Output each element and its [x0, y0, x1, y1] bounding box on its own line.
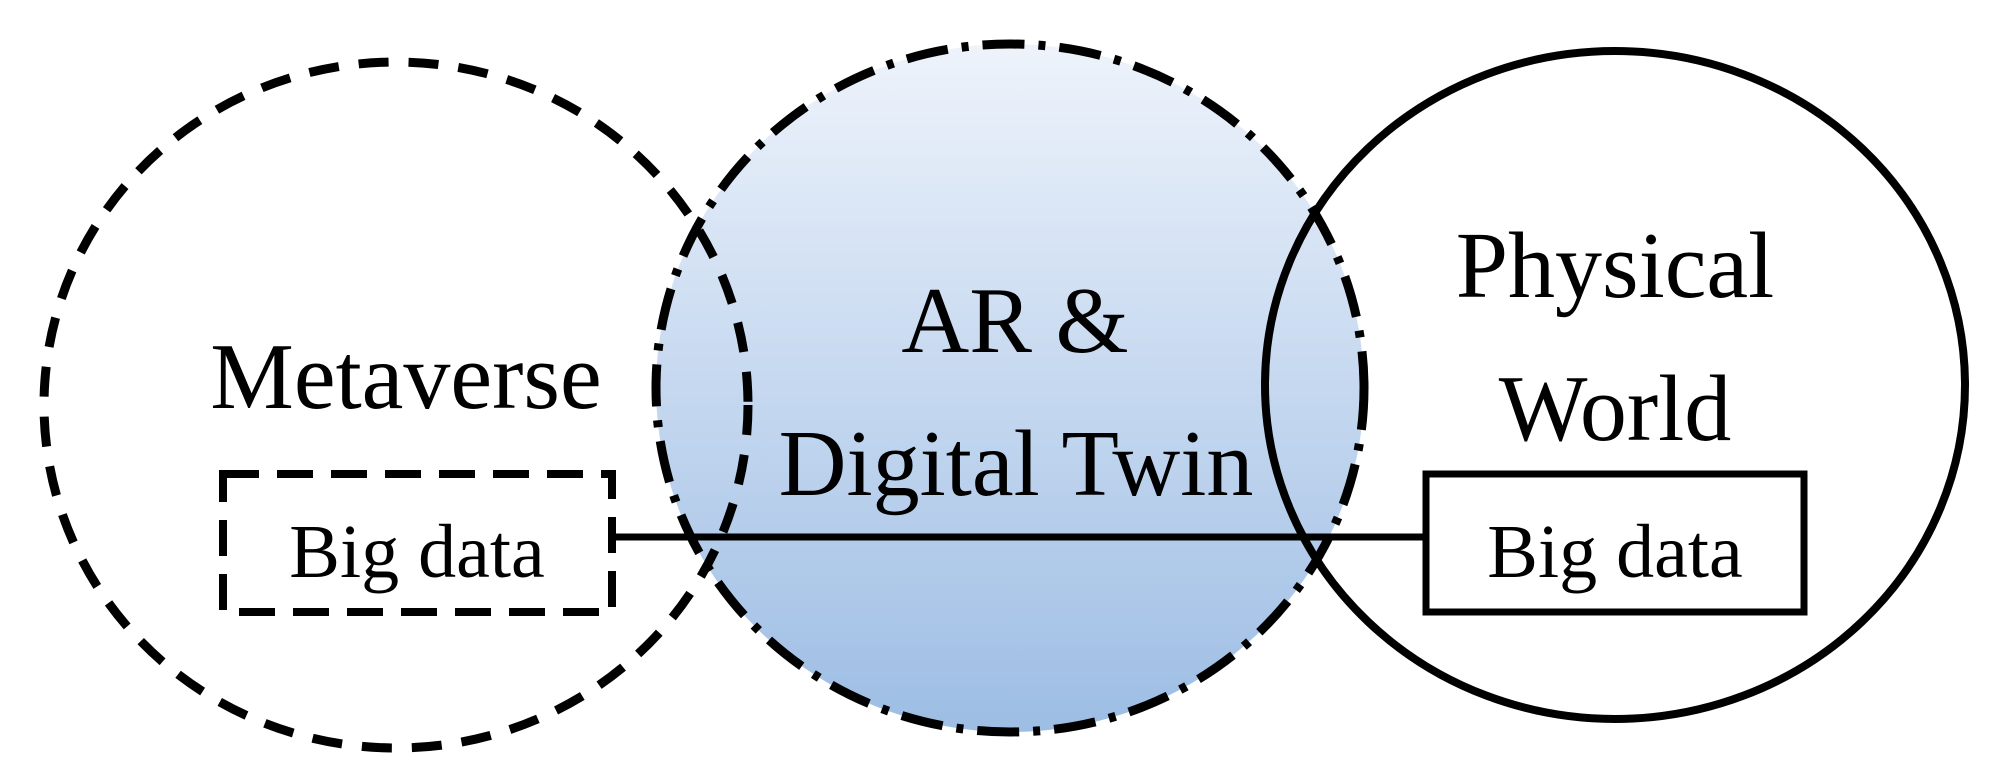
- physical-world-big-data-label: Big data: [1487, 510, 1742, 594]
- metaverse-big-data-label: Big data: [289, 510, 544, 594]
- ar-label-line1: AR &: [901, 269, 1128, 373]
- physical-world-circle: [1261, 47, 1969, 723]
- metaverse-big-data-box: [219, 470, 616, 616]
- digital-twin-label-line2: Digital Twin: [779, 412, 1254, 516]
- ar-digital-twin-circle: [651, 39, 1369, 737]
- metaverse-circle: [39, 57, 753, 753]
- physical-world-big-data-box: [1422, 470, 1808, 616]
- metaverse-label: Metaverse: [210, 325, 601, 429]
- world-label-line2: World: [1499, 357, 1732, 461]
- physical-label-line1: Physical: [1456, 214, 1775, 318]
